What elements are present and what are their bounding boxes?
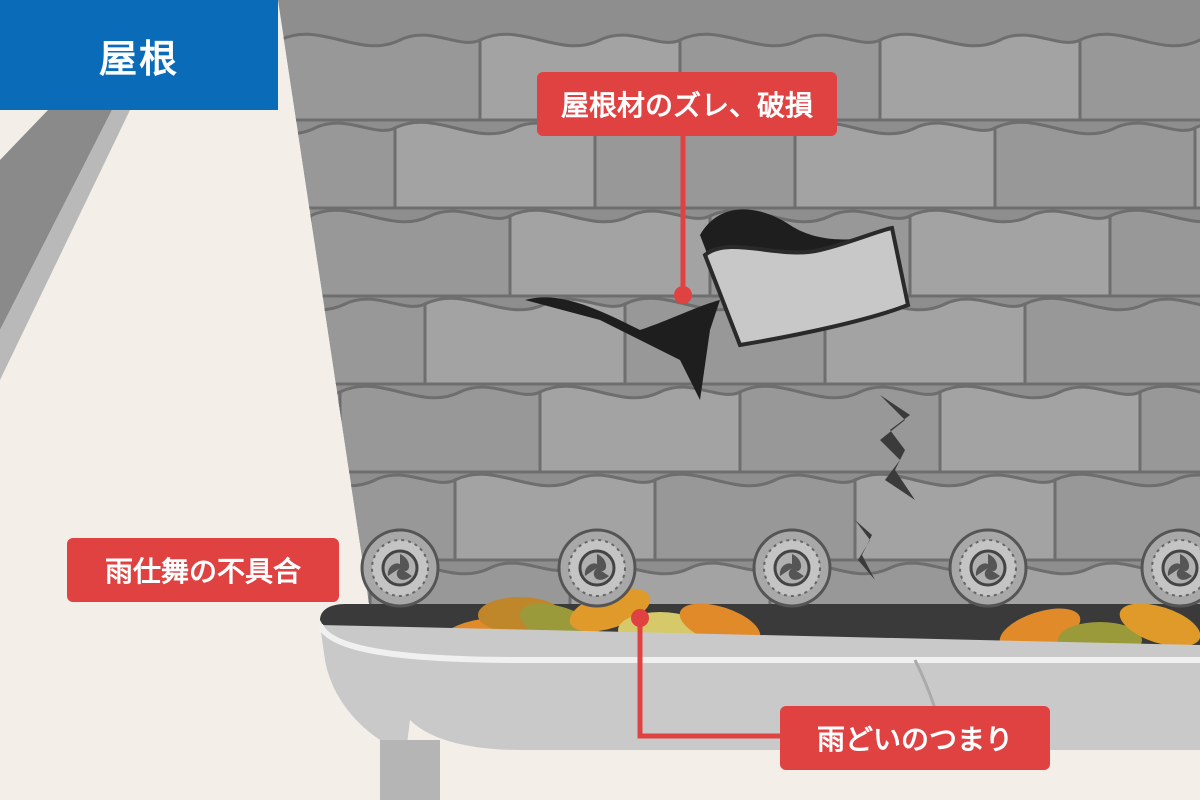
roof-tile — [1138, 384, 1200, 474]
roof-tile — [993, 120, 1197, 210]
roof-tile — [738, 384, 942, 474]
roof-tile — [1023, 296, 1200, 386]
tomoe-crest-icon — [1140, 528, 1200, 608]
crack-mark-2 — [855, 520, 875, 580]
callout-roof-damage: 屋根材のズレ、破損 — [537, 72, 837, 136]
roof-tile — [508, 208, 712, 298]
callout-eaves: 雨仕舞の不具合 — [67, 538, 339, 602]
roof-tile — [878, 32, 1082, 122]
gutter-front — [320, 625, 1200, 800]
roof-tile — [1108, 208, 1200, 298]
callout-gutter: 雨どいのつまり — [780, 706, 1050, 770]
tile-crack — [525, 297, 720, 400]
tomoe-crest-icon — [752, 528, 832, 608]
roof-tile — [1053, 472, 1200, 562]
broken-tile — [525, 209, 915, 580]
roof-tile — [538, 384, 742, 474]
eave-tile-crests — [360, 528, 1200, 608]
leader-gutter — [637, 618, 780, 739]
roof-tile — [908, 208, 1112, 298]
leader-lines — [631, 136, 780, 739]
roof-tile — [278, 32, 482, 122]
roof-tile — [1193, 120, 1200, 210]
section-title: 屋根 — [0, 0, 278, 110]
downspout — [380, 740, 440, 800]
tomoe-crest-icon — [948, 528, 1028, 608]
leaf-icon — [1119, 603, 1200, 647]
roof-tile — [338, 384, 542, 474]
crack-mark-1 — [880, 395, 915, 500]
gutter-rim — [317, 623, 1200, 663]
leader-gutter-dot — [631, 609, 649, 627]
roof-tile — [1078, 32, 1200, 122]
roof-tile — [938, 384, 1142, 474]
roof-tile — [308, 208, 512, 298]
displaced-tile — [702, 225, 911, 348]
leader-roof-dot — [674, 286, 692, 304]
tomoe-crest-icon — [360, 528, 440, 608]
tomoe-crest-icon — [557, 528, 637, 608]
fascia-shadow — [0, 110, 130, 380]
